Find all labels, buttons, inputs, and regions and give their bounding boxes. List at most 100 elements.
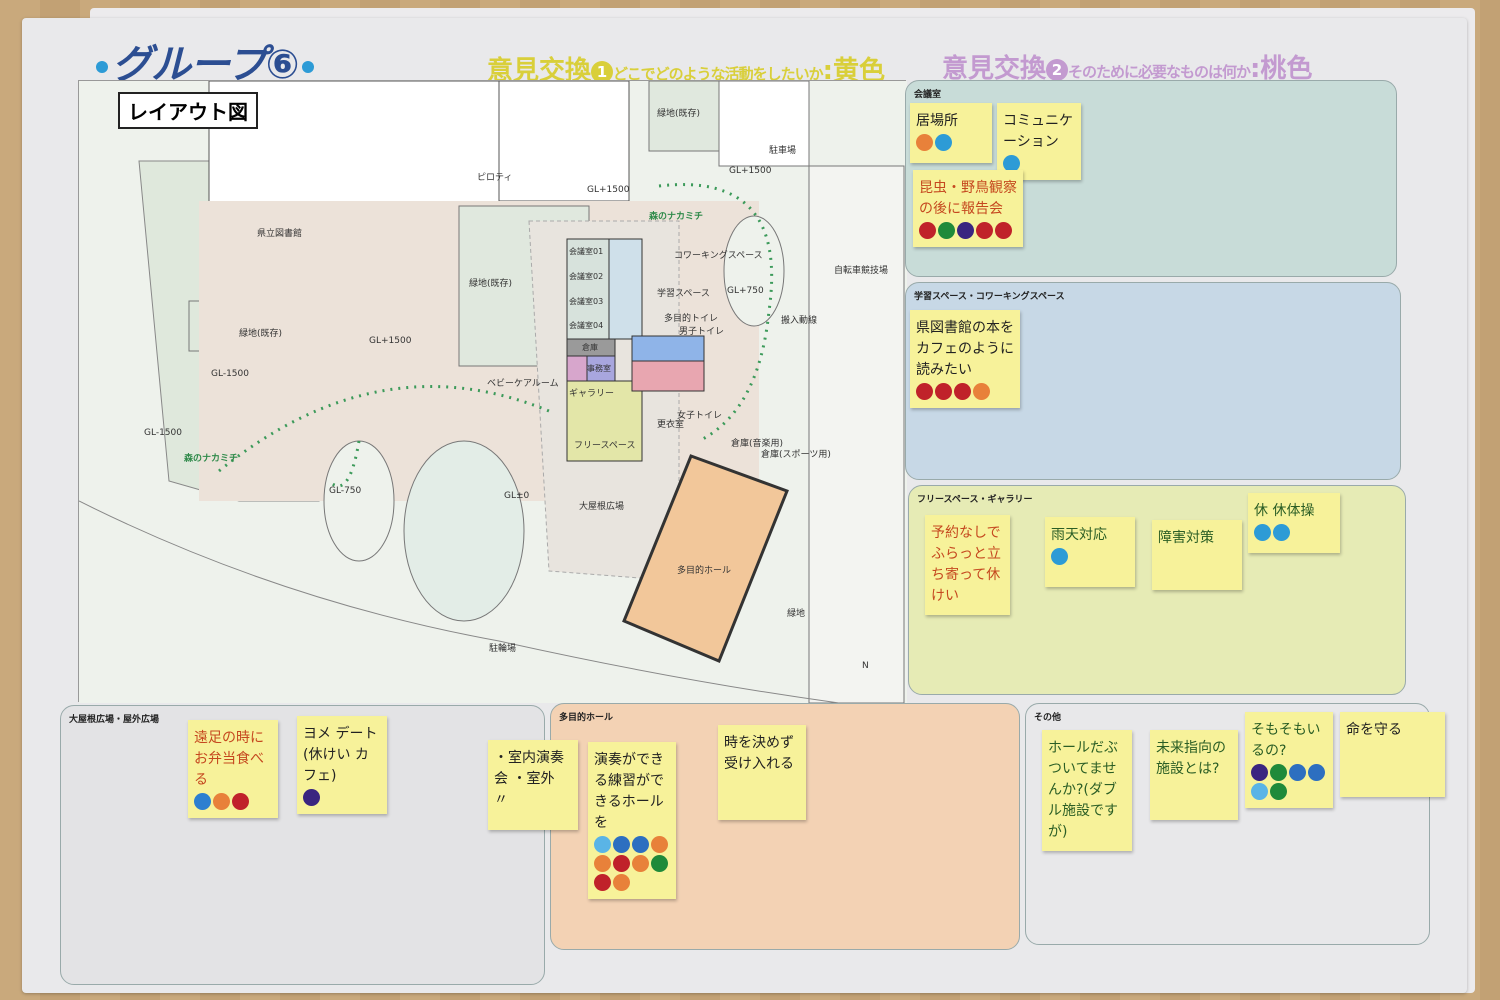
vote-sticker-dot <box>1251 783 1268 800</box>
q1-number: 1 <box>591 60 614 83</box>
panel-title: 学習スペース・コワーキングスペース <box>914 292 1065 302</box>
map-label: 更衣室 <box>657 420 685 430</box>
panel-title: 大屋根広場・屋外広場 <box>69 715 160 725</box>
vote-sticker-dot <box>651 836 668 853</box>
map-label: 緑地(既存) <box>657 109 701 119</box>
map-label: GL-1500 <box>211 369 249 379</box>
map-label: 緑地(既存) <box>239 329 283 339</box>
vote-sticker-dot <box>1254 524 1271 541</box>
sticky-note: ホールだぶついてませんか?(ダブル施設ですが) <box>1042 730 1132 851</box>
map-label: 森のナカミチ <box>649 212 704 222</box>
sticky-note: ・室内演奏会 ・室外 〃 <box>488 740 578 830</box>
sticky-note-text: そもそもいるの? <box>1251 722 1321 759</box>
vote-sticker-dot <box>1289 764 1306 781</box>
north-arrow: N <box>862 661 869 671</box>
map-label: 自転車競技場 <box>834 266 889 276</box>
vote-sticker-dot <box>632 836 649 853</box>
map-label: コワーキングスペース <box>674 251 763 261</box>
vote-sticker-dot <box>1003 155 1020 172</box>
vote-sticker-row <box>594 836 670 891</box>
map-label: 会議室04 <box>569 321 604 330</box>
map-label: 森のナカミチ <box>184 454 239 464</box>
vote-sticker-row <box>1003 155 1075 172</box>
sticky-note-text: 演奏ができる練習ができるホールを <box>594 752 664 831</box>
vote-sticker-dot <box>1051 548 1068 565</box>
map-label: GL+750 <box>727 286 764 296</box>
panel-title: 会議室 <box>914 90 942 100</box>
site-plan-drawing <box>78 80 907 704</box>
sticky-note: コミュニケーション <box>997 103 1081 180</box>
q2-color: :桃色 <box>1250 54 1313 84</box>
map-label: GL±0 <box>504 491 530 501</box>
sticky-note-text: 居場所 <box>916 113 958 129</box>
vote-sticker-row <box>919 222 1017 239</box>
vote-sticker-dot <box>916 134 933 151</box>
sticky-note-text: 昆虫・野鳥観察の後に報告会 <box>919 180 1017 217</box>
vote-sticker-dot <box>995 222 1012 239</box>
map-label: 多目的ホール <box>677 566 732 576</box>
map-label: GL-1500 <box>144 428 182 438</box>
map-label: 緑地 <box>787 609 806 619</box>
map-label: 搬入動線 <box>781 316 818 326</box>
vote-sticker-row <box>1251 764 1327 800</box>
bullet-icon <box>96 61 108 73</box>
sticky-note-text: 休 休体操 <box>1254 503 1315 519</box>
panel-title: フリースペース・ギャラリー <box>917 495 1033 505</box>
map-label: フリースペース <box>574 441 636 451</box>
map-label: 駐車場 <box>769 146 797 156</box>
vote-sticker-dot <box>976 222 993 239</box>
sticky-note-text: コミュニケーション <box>1003 113 1073 150</box>
bullet-icon <box>302 61 315 73</box>
sticky-note: 予約なしでふらっと立ち寄って休けい <box>925 515 1010 615</box>
vote-sticker-dot <box>1273 524 1290 541</box>
map-label: 会議室02 <box>569 272 604 281</box>
vote-sticker-dot <box>973 383 990 400</box>
sticky-note: そもそもいるの? <box>1245 712 1333 808</box>
map-label: 緑地(既存) <box>469 279 513 289</box>
vote-sticker-dot <box>632 855 649 872</box>
q2-number: 2 <box>1046 58 1069 81</box>
vote-sticker-dot <box>232 793 249 810</box>
sticky-note: 障害対策 <box>1152 520 1242 590</box>
sticky-note-text: 未来指向の施設とは? <box>1156 740 1226 777</box>
sticky-note-text: ヨメ デート (休けい カフェ) <box>303 726 378 784</box>
vote-sticker-dot <box>1251 764 1268 781</box>
vote-sticker-dot <box>613 836 630 853</box>
vote-sticker-dot <box>935 134 952 151</box>
sticky-note: 時を決めず受け入れる <box>718 725 806 820</box>
vote-sticker-dot <box>613 855 630 872</box>
layout-map: 県立図書館 緑地(既存) 緑地(既存) 緑地(既存) ピロティ GL+1500 … <box>78 80 907 704</box>
sticky-note-text: 県図書館の本をカフェのように読みたい <box>916 320 1014 378</box>
map-label: 学習スペース <box>657 289 710 299</box>
q2-label: 意見交換 <box>942 54 1047 84</box>
vote-sticker-dot <box>938 222 955 239</box>
vote-sticker-row <box>1051 548 1129 565</box>
map-label: 女子トイレ <box>677 411 723 421</box>
map-label: 駐輪場 <box>489 644 517 654</box>
q1-text: どこでどのような活動をしたいか <box>613 65 824 83</box>
vote-sticker-dot <box>613 874 630 891</box>
sticky-note-text: 遠足の時にお弁当食べる <box>194 730 264 788</box>
map-label: GL+1500 <box>729 166 772 176</box>
sticky-note-text: ホールだぶついてませんか?(ダブル施設ですが) <box>1048 740 1118 840</box>
map-label: 倉庫(スポーツ用) <box>761 450 831 460</box>
sticky-note-text: 障害対策 <box>1158 530 1214 546</box>
sticky-note-text: 命を守る <box>1346 722 1402 738</box>
vote-sticker-dot <box>1308 764 1325 781</box>
vote-sticker-dot <box>213 793 230 810</box>
sticky-note: 雨天対応 <box>1045 517 1135 587</box>
map-label: 会議室03 <box>569 297 604 306</box>
map-label: 事務室 <box>587 364 611 373</box>
map-label: ピロティ <box>477 173 513 183</box>
sticky-note-text: 雨天対応 <box>1051 527 1107 543</box>
vote-sticker-row <box>1254 524 1334 541</box>
map-label: 会議室01 <box>569 247 604 256</box>
map-label: GL-750 <box>329 486 362 496</box>
sticky-note: 遠足の時にお弁当食べる <box>188 720 278 818</box>
map-label: 大屋根広場 <box>579 502 625 512</box>
vote-sticker-dot <box>935 383 952 400</box>
vote-sticker-row <box>916 134 986 151</box>
q2-text: そのために必要なものは何か <box>1068 63 1251 81</box>
map-label: 多目的トイレ <box>664 314 719 324</box>
